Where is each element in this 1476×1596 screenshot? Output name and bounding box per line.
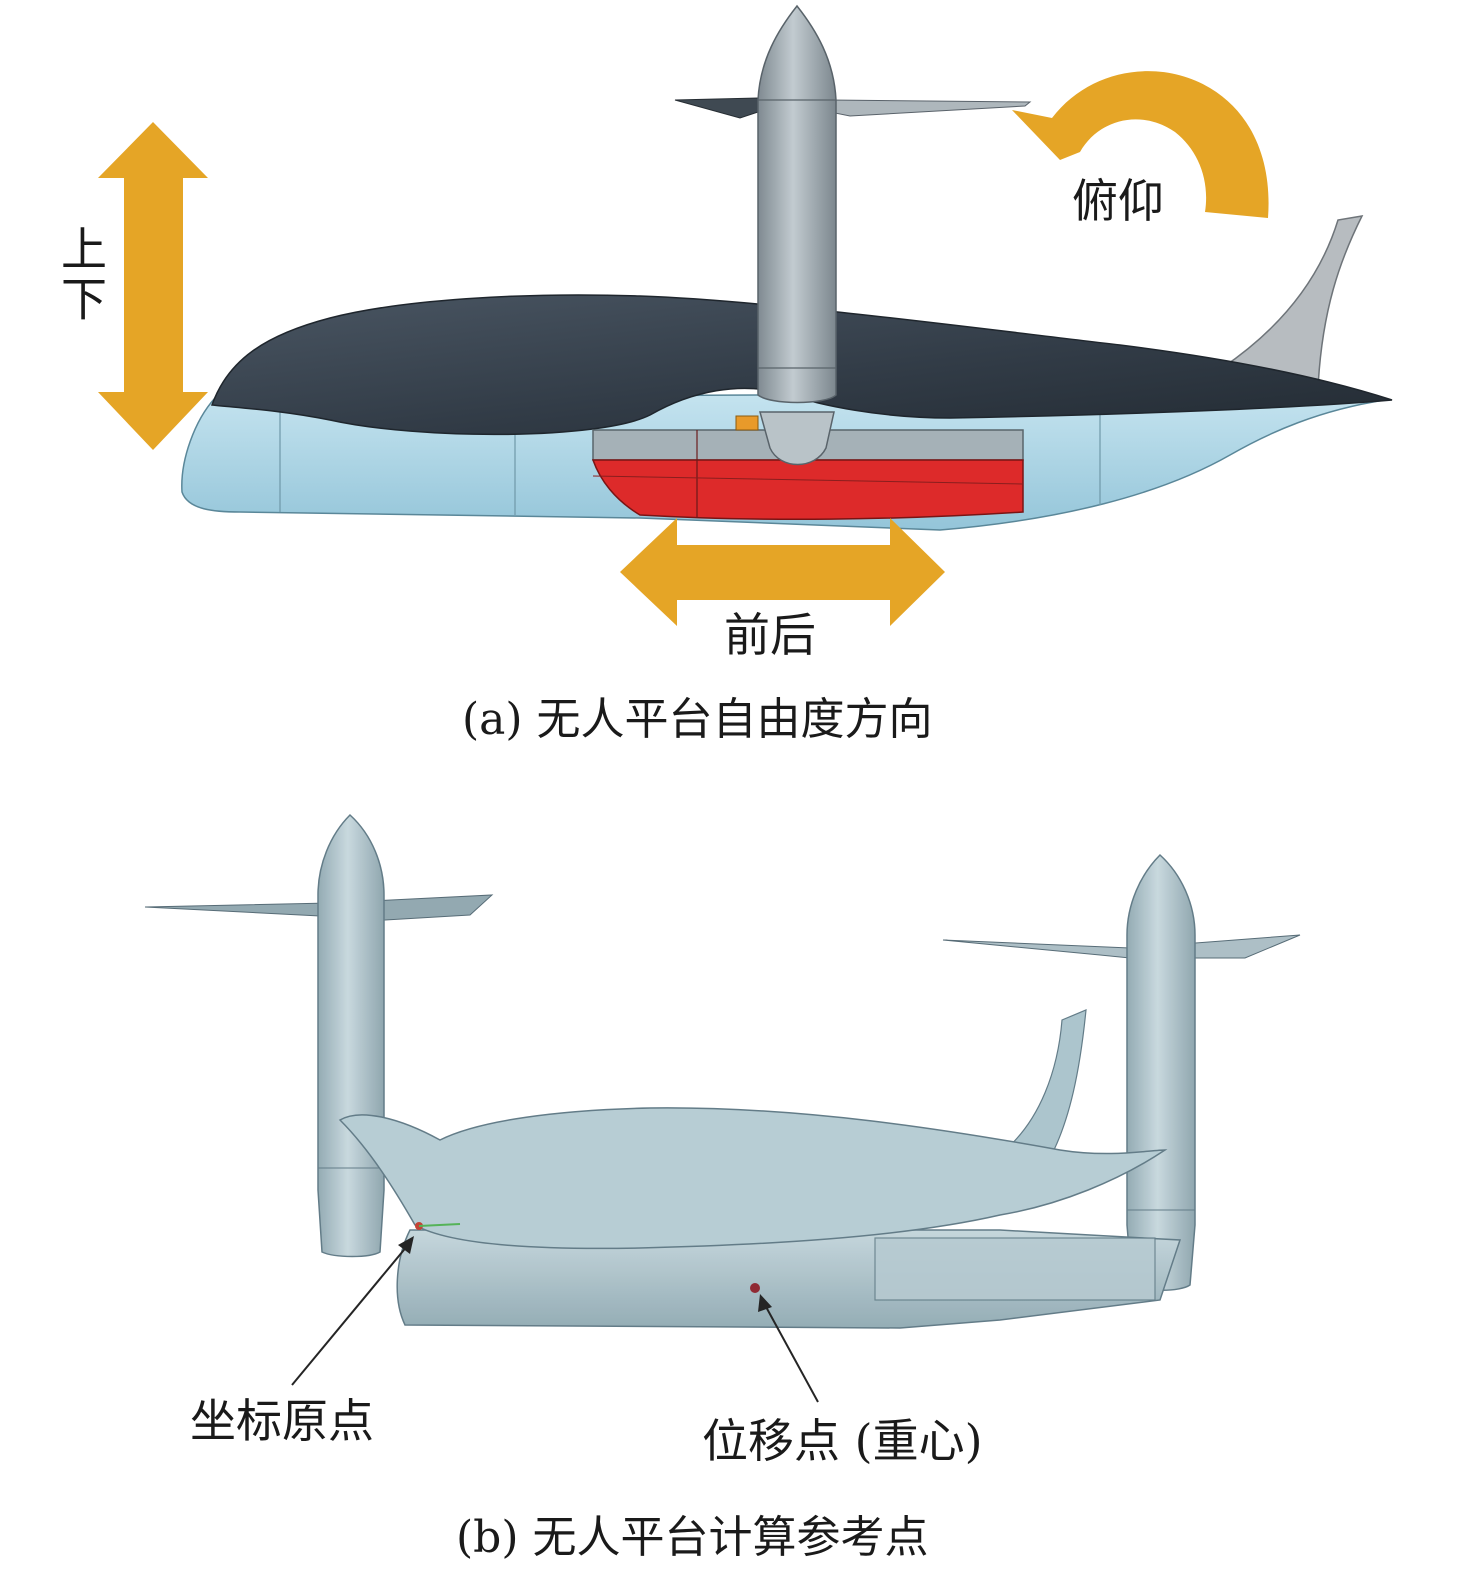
rotor-blade-left (674, 97, 759, 119)
origin-pointer-head (398, 1236, 414, 1254)
origin-pointer-line (291, 1244, 409, 1386)
origin-label: 坐标原点 (190, 1394, 374, 1448)
origin-axis-x (418, 1223, 461, 1227)
b-left-nacelle (317, 813, 385, 1258)
forward-backward-label: 前后 (724, 608, 816, 662)
updown-label: 上下 (54, 225, 108, 325)
battery-seam-2 (592, 475, 1024, 485)
forward-backward-arrow (620, 518, 945, 626)
rotor-hub (759, 411, 835, 466)
b-right-blade (942, 934, 1301, 959)
rotor-nacelle (757, 4, 837, 404)
cg-pointer-line (764, 1304, 819, 1403)
caption-b: (b) 无人平台计算参考点 (456, 1512, 929, 1563)
pitch-label: 俯仰 (1072, 174, 1164, 228)
cg-marker (750, 1283, 760, 1293)
battery-red (591, 459, 1024, 521)
b-right-nacelle (1126, 853, 1196, 1291)
panel-a-drawing (98, 4, 1393, 626)
pitch-arrow (1012, 71, 1269, 218)
tail-fin (1220, 215, 1364, 389)
cg-pointer-head (758, 1294, 772, 1312)
panel-b-drawing (144, 813, 1301, 1403)
displacement-label: 位移点 (重心) (702, 1414, 983, 1468)
updown-arrow (98, 122, 208, 450)
small-connector (735, 415, 759, 431)
b-tail-fin (1003, 1009, 1087, 1159)
caption-a: (a) 无人平台自由度方向 (462, 694, 933, 745)
b-top-shell (338, 1107, 1168, 1250)
b-battery-box (874, 1237, 1156, 1301)
rotor-blade-right (829, 99, 1032, 117)
